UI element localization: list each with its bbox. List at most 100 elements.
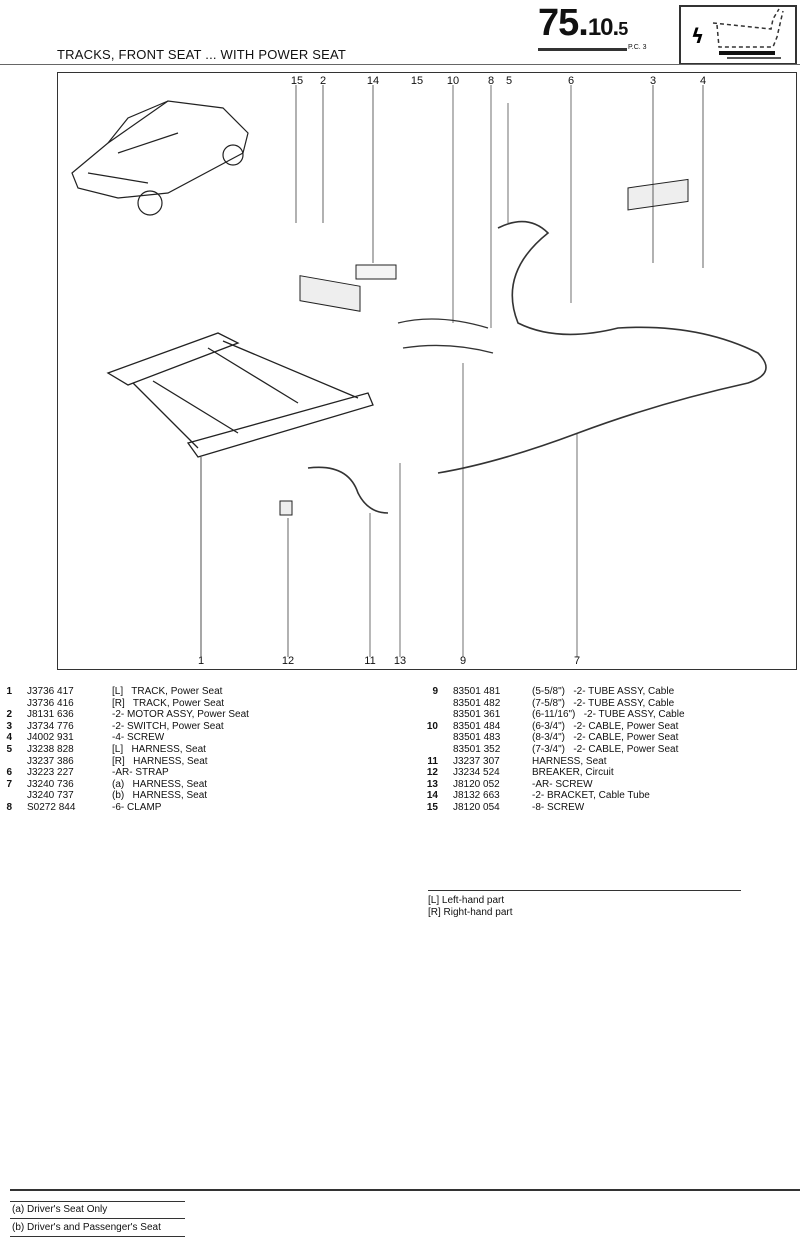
part-description: (b) HARNESS, Seat — [112, 790, 208, 802]
exploded-diagram: 15 2 14 15 10 8 5 6 3 4 1 12 11 13 9 7 — [57, 72, 797, 670]
seat-track-frame — [106, 332, 374, 657]
footnote-divider-a — [10, 1201, 185, 1202]
callout-9: 9 — [459, 655, 467, 667]
callout-15: 15 — [290, 75, 304, 87]
part-description: [R] HARNESS, Seat — [112, 755, 208, 767]
part-description: -6- CLAMP — [112, 802, 162, 813]
part-number: J3237 386 — [27, 755, 74, 767]
part-number: J3736 417 — [27, 686, 74, 697]
svg-text:ϟ: ϟ — [691, 24, 704, 48]
callout-10: 10 — [446, 75, 460, 87]
callout-14: 14 — [366, 75, 380, 87]
part-number: J3237 307 — [453, 755, 500, 767]
part-description: -2- BRACKET, Cable Tube — [532, 790, 650, 802]
part-number: 83501 352 — [453, 744, 501, 755]
callout-4: 4 — [699, 75, 707, 87]
legend-left-hand: [L] Left-hand part — [428, 895, 505, 906]
footnote-divider-c — [10, 1236, 185, 1237]
part-number: J3238 828 — [27, 744, 74, 755]
pc-label: P.C. 3 — [628, 44, 647, 51]
part-description: -AR- STRAP — [112, 767, 169, 779]
item-number: 4 — [6, 732, 12, 744]
part-number: J3223 227 — [27, 767, 74, 779]
callout-5: 5 — [505, 75, 513, 87]
part-description: -8- SCREW — [532, 802, 585, 813]
part-number: J3240 736 — [27, 778, 74, 790]
part-number: J8131 636 — [27, 709, 74, 721]
footnote-divider-b — [10, 1218, 185, 1219]
item-number: 5 — [6, 744, 12, 755]
callout-15b: 15 — [410, 75, 424, 87]
part-number: 83501 361 — [453, 709, 501, 721]
legend-divider — [428, 890, 741, 891]
part-number: 83501 483 — [453, 732, 501, 744]
part-description: (5-5/8") -2- TUBE ASSY, Cable — [532, 686, 675, 697]
bracket-cable-tube — [355, 85, 397, 280]
item-number: 3 — [6, 720, 12, 732]
item-number: 10 — [426, 720, 438, 732]
part-description: [R] TRACK, Power Seat — [112, 697, 225, 709]
item-number: 12 — [426, 767, 438, 779]
item-number: 7 — [6, 778, 12, 790]
part-number: J8120 054 — [453, 802, 500, 813]
harness — [307, 85, 767, 657]
motor-assembly — [295, 85, 361, 312]
footnote-a: (a) Driver's Seat Only — [12, 1204, 108, 1215]
item-number: 11 — [427, 755, 438, 767]
part-description: -2- SWITCH, Power Seat — [112, 720, 224, 732]
part-description: (6-3/4") -2- CABLE, Power Seat — [532, 720, 679, 732]
callout-11: 11 — [364, 655, 376, 667]
footer-divider — [10, 1189, 800, 1191]
part-description: (8-3/4") -2- CABLE, Power Seat — [532, 732, 679, 744]
car-illustration — [71, 100, 249, 216]
part-description: [L] TRACK, Power Seat — [112, 686, 223, 697]
part-description: -AR- SCREW — [532, 778, 593, 790]
part-number: J4002 931 — [27, 732, 74, 744]
page-title: TRACKS, FRONT SEAT ... WITH POWER SEAT — [57, 47, 347, 62]
part-number: J8120 052 — [453, 778, 500, 790]
item-number: 14 — [426, 790, 438, 802]
diagram-drawing — [71, 85, 767, 657]
code-main: 75. — [538, 2, 589, 44]
part-description: (7-5/8") -2- TUBE ASSY, Cable — [532, 697, 675, 709]
callout-13: 13 — [393, 655, 407, 667]
callout-12: 12 — [281, 655, 295, 667]
item-number: 1 — [6, 686, 12, 697]
part-description: HARNESS, Seat — [532, 755, 607, 767]
item-number: 15 — [426, 802, 438, 813]
cables — [397, 85, 494, 657]
part-number: J8132 663 — [453, 790, 500, 802]
item-number: 9 — [432, 686, 438, 697]
callout-1: 1 — [197, 655, 205, 667]
page-code: 75.10.5 — [538, 2, 628, 51]
part-description: BREAKER, Circuit — [532, 767, 614, 779]
part-number: 83501 484 — [453, 720, 501, 732]
item-number: 2 — [6, 709, 12, 721]
item-number: 8 — [6, 802, 12, 813]
part-number: S0272 844 — [27, 802, 76, 813]
part-description: (a) HARNESS, Seat — [112, 778, 208, 790]
part-description: [L] HARNESS, Seat — [112, 744, 206, 755]
part-number: 83501 482 — [453, 697, 501, 709]
part-number: J3234 524 — [453, 767, 500, 779]
item-number: 6 — [6, 767, 12, 779]
callout-2: 2 — [319, 75, 327, 87]
part-number: 83501 481 — [453, 686, 501, 697]
callout-6: 6 — [567, 75, 575, 87]
part-number: J3240 737 — [27, 790, 74, 802]
circuit-breaker — [279, 500, 293, 657]
part-description: (6-11/16") -2- TUBE ASSY, Cable — [532, 709, 685, 721]
item-number: 13 — [426, 778, 438, 790]
part-description: -4- SCREW — [112, 732, 165, 744]
code-sub: 10. — [587, 14, 619, 41]
code-suffix: 5 — [618, 19, 628, 39]
legend-right-hand: [R] Right-hand part — [428, 907, 513, 918]
callout-7: 7 — [573, 655, 581, 667]
switch — [627, 85, 704, 268]
callout-8: 8 — [487, 75, 495, 87]
part-description: -2- MOTOR ASSY, Power Seat — [112, 709, 249, 721]
power-seat-icon: ϟ — [679, 5, 797, 65]
title-divider — [0, 64, 800, 65]
footnote-b: (b) Driver's and Passenger's Seat — [12, 1222, 161, 1233]
callout-3: 3 — [649, 75, 657, 87]
